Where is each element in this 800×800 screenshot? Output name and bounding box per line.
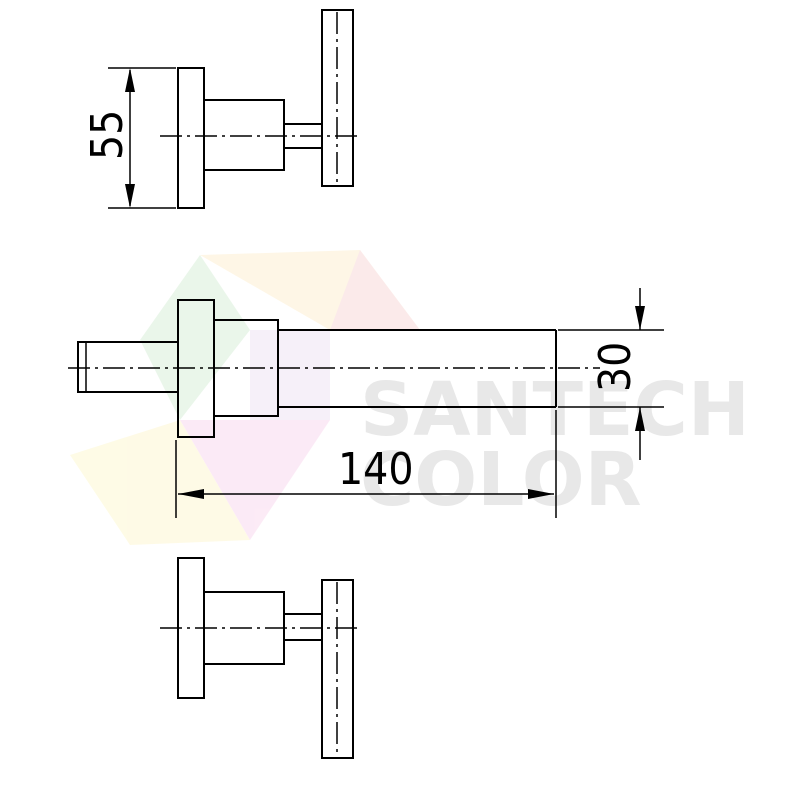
dimension-140 bbox=[175, 410, 557, 518]
top-body bbox=[203, 99, 285, 171]
bottom-stem bbox=[283, 613, 323, 641]
top-handle-view bbox=[160, 9, 360, 209]
watermark-logo bbox=[70, 250, 420, 545]
watermark-line2: COLOR bbox=[360, 437, 642, 523]
dimension-30 bbox=[558, 288, 664, 460]
bottom-handle-view bbox=[160, 557, 360, 759]
dimension-55 bbox=[108, 67, 176, 209]
dimension-30-label: 30 bbox=[590, 342, 641, 392]
top-lever bbox=[321, 9, 354, 187]
bottom-lever bbox=[321, 579, 354, 759]
spout-view bbox=[68, 299, 600, 438]
dimension-140-label: 140 bbox=[338, 444, 414, 495]
top-flange bbox=[177, 67, 205, 209]
dimension-55-label: 55 bbox=[82, 110, 133, 160]
watermark-line1: SANTECH bbox=[360, 367, 750, 453]
